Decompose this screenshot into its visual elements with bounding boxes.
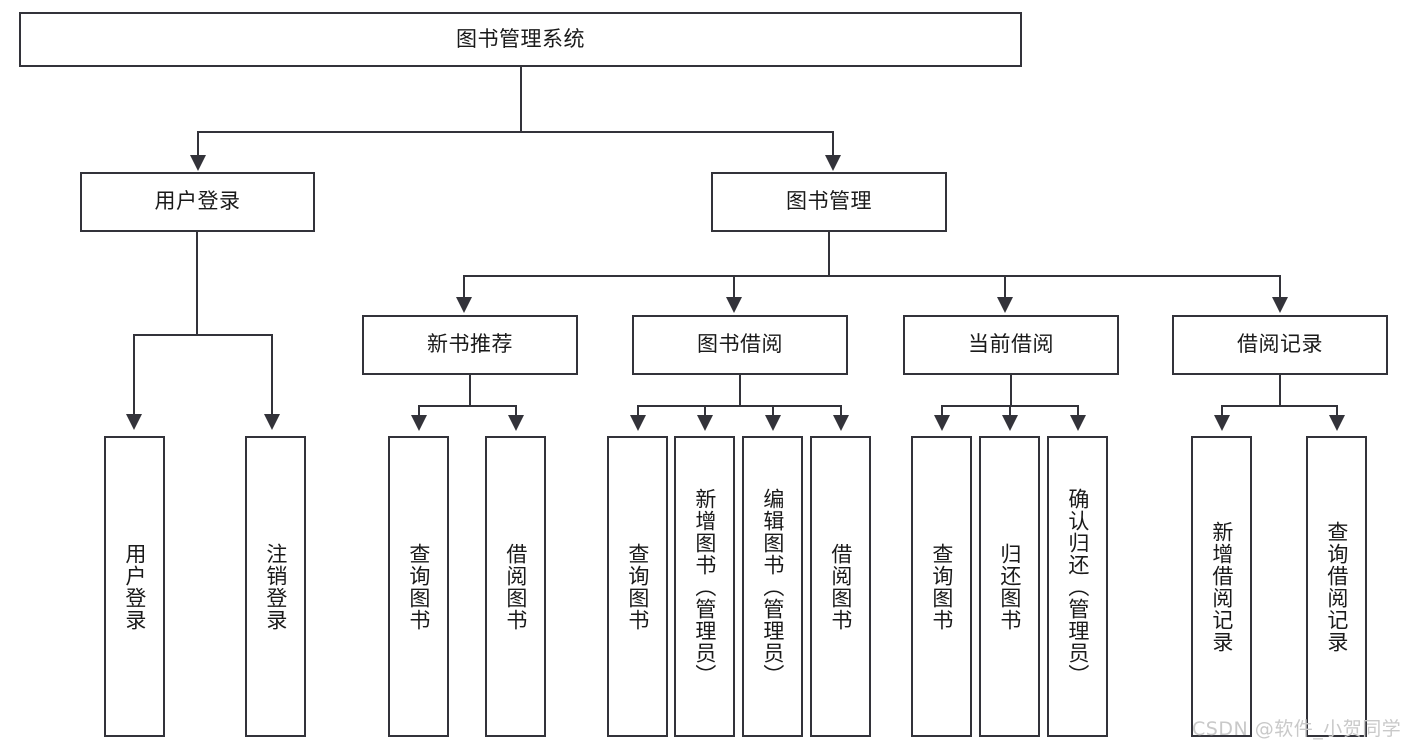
edge-book-borrow-leaf-2 — [704, 405, 706, 417]
edge-current-borrow-leaf-3 — [1077, 405, 1079, 417]
node-user-login[interactable]: 用户登录 — [80, 172, 315, 232]
leaf-borrow-record-add[interactable]: 新增借阅记录 — [1191, 436, 1252, 737]
arrow-current-borrow-leaf-1 — [934, 415, 950, 431]
arrow-to-book-borrow — [726, 297, 742, 313]
edge-borrow-record-leaf-1 — [1221, 405, 1223, 417]
edge-book-mgmt-bus — [463, 275, 1281, 277]
leaf-current-borrow-return[interactable]: 归还图书 — [979, 436, 1040, 737]
edge-borrow-record-stem — [1279, 375, 1281, 407]
leaf-book-borrow-query[interactable]: 查询图书 — [607, 436, 668, 737]
arrow-to-new-book-recommend — [456, 297, 472, 313]
arrow-to-current-borrow — [997, 297, 1013, 313]
leaf-user-login-logout[interactable]: 注销登录 — [245, 436, 306, 737]
edge-current-borrow-leaf-1 — [941, 405, 943, 417]
arrow-new-book-leaf-2 — [508, 415, 524, 431]
edge-to-borrow-record — [1279, 275, 1281, 299]
node-label: 图书管理 — [786, 189, 872, 214]
edge-to-book-borrow — [733, 275, 735, 299]
node-label: 图书管理系统 — [456, 26, 585, 51]
edge-new-book-leaf-1 — [418, 405, 420, 417]
node-new-book-recommend[interactable]: 新书推荐 — [362, 315, 578, 375]
arrow-book-borrow-leaf-2 — [697, 415, 713, 431]
node-label: 确认归还（管理员） — [1065, 487, 1090, 686]
node-label: 用户登录 — [154, 189, 241, 214]
node-label: 查询图书 — [406, 542, 431, 631]
arrow-book-borrow-leaf-4 — [833, 415, 849, 431]
leaf-book-borrow-edit[interactable]: 编辑图书（管理员） — [742, 436, 803, 737]
edge-user-login-stem — [196, 232, 198, 335]
arrow-book-borrow-leaf-3 — [765, 415, 781, 431]
node-label: 编辑图书（管理员） — [760, 487, 785, 686]
arrow-root-to-book-mgmt — [825, 155, 841, 171]
edge-new-book-stem — [469, 375, 471, 407]
edge-book-borrow-leaf-3 — [772, 405, 774, 417]
node-label: 新书推荐 — [427, 332, 513, 357]
node-label: 归还图书 — [997, 542, 1022, 631]
edge-current-borrow-stem — [1010, 375, 1012, 407]
node-label: 当前借阅 — [968, 332, 1054, 357]
edge-book-borrow-leaf-1 — [637, 405, 639, 417]
edge-to-current-borrow — [1004, 275, 1006, 299]
node-label: 用户登录 — [122, 542, 147, 631]
arrow-current-borrow-leaf-3 — [1070, 415, 1086, 431]
leaf-book-borrow-borrow[interactable]: 借阅图书 — [810, 436, 871, 737]
arrow-user-login-leaf-1 — [126, 414, 142, 430]
edge-user-login-bus — [133, 334, 272, 336]
arrow-book-borrow-leaf-1 — [630, 415, 646, 431]
edge-root-to-book-mgmt — [832, 131, 834, 157]
edge-borrow-record-bus — [1221, 405, 1337, 407]
node-label: 新增图书（管理员） — [692, 487, 717, 686]
node-book-management[interactable]: 图书管理 — [711, 172, 947, 232]
node-root-system[interactable]: 图书管理系统 — [19, 12, 1022, 67]
leaf-user-login-login[interactable]: 用户登录 — [104, 436, 165, 737]
leaf-current-borrow-query[interactable]: 查询图书 — [911, 436, 972, 737]
leaf-new-book-query[interactable]: 查询图书 — [388, 436, 449, 737]
arrow-new-book-leaf-1 — [411, 415, 427, 431]
edge-current-borrow-leaf-2 — [1009, 405, 1011, 417]
arrow-root-to-user-login — [190, 155, 206, 171]
edge-to-new-book-recommend — [463, 275, 465, 299]
arrow-user-login-leaf-2 — [264, 414, 280, 430]
edge-root-stem — [520, 67, 522, 132]
node-label: 查询图书 — [929, 542, 954, 631]
node-label: 查询借阅记录 — [1324, 520, 1349, 653]
arrow-borrow-record-leaf-2 — [1329, 415, 1345, 431]
leaf-book-borrow-add[interactable]: 新增图书（管理员） — [674, 436, 735, 737]
edge-book-borrow-leaf-4 — [840, 405, 842, 417]
arrow-to-borrow-record — [1272, 297, 1288, 313]
edge-user-login-leaf-2 — [271, 334, 273, 416]
edge-new-book-bus — [418, 405, 516, 407]
edge-new-book-leaf-2 — [515, 405, 517, 417]
edge-borrow-record-leaf-2 — [1336, 405, 1338, 417]
node-current-borrow[interactable]: 当前借阅 — [903, 315, 1119, 375]
edge-book-borrow-bus — [637, 405, 841, 407]
edge-root-bus — [197, 131, 834, 133]
arrow-current-borrow-leaf-2 — [1002, 415, 1018, 431]
node-label: 注销登录 — [263, 542, 288, 631]
node-label: 查询图书 — [625, 542, 650, 631]
edge-root-to-user-login — [197, 131, 199, 157]
leaf-current-borrow-confirm-return[interactable]: 确认归还（管理员） — [1047, 436, 1108, 737]
leaf-new-book-borrow[interactable]: 借阅图书 — [485, 436, 546, 737]
leaf-borrow-record-query[interactable]: 查询借阅记录 — [1306, 436, 1367, 737]
node-label: 借阅记录 — [1237, 332, 1323, 357]
edge-book-mgmt-stem — [828, 232, 830, 276]
edge-book-borrow-stem — [739, 375, 741, 407]
node-label: 图书借阅 — [697, 332, 783, 357]
edge-user-login-leaf-1 — [133, 334, 135, 416]
node-label: 借阅图书 — [503, 542, 528, 631]
node-label: 新增借阅记录 — [1209, 520, 1234, 653]
node-label: 借阅图书 — [828, 542, 853, 631]
arrow-borrow-record-leaf-1 — [1214, 415, 1230, 431]
node-book-borrow[interactable]: 图书借阅 — [632, 315, 848, 375]
node-borrow-record[interactable]: 借阅记录 — [1172, 315, 1388, 375]
